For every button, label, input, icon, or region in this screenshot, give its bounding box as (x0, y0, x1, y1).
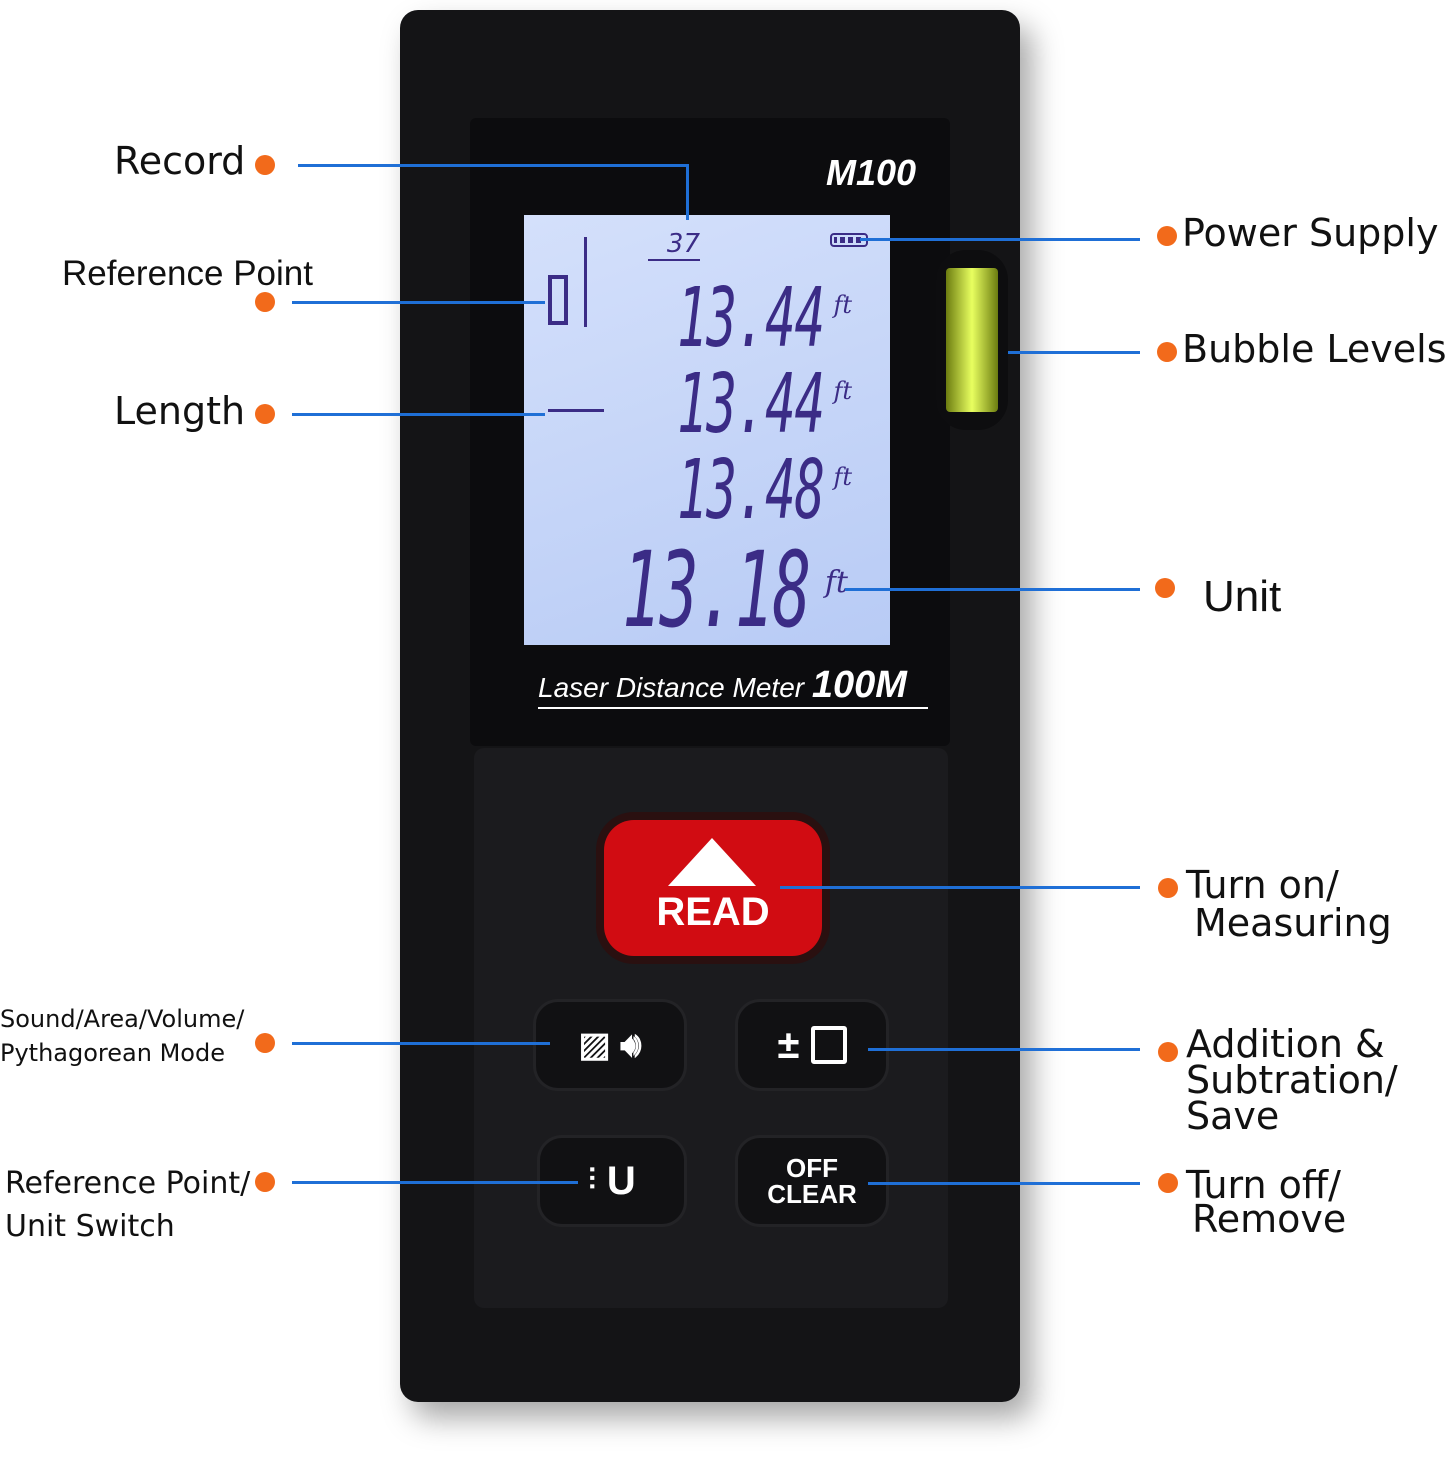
model-name: M100 (826, 152, 917, 193)
ref-unit-line1: Reference Point/ (5, 1166, 251, 1201)
unit-label: Unit (1203, 572, 1282, 621)
length-icon (548, 409, 604, 412)
addition-dot (1158, 1042, 1178, 1062)
product-name: Laser Distance Meter 100M (538, 664, 928, 709)
turn-on-label: Turn on/Measuring (1186, 866, 1392, 942)
mode-dot (255, 1033, 275, 1053)
unit-label-3: ft (833, 463, 852, 491)
reference-point-icon (548, 275, 568, 325)
reference-point-dot (255, 292, 275, 312)
unit-label-1: ft (833, 291, 852, 319)
plus-minus-icon: ± (777, 1022, 800, 1067)
unit-line (845, 588, 1140, 591)
turn-off-dot (1158, 1173, 1178, 1193)
off-label: OFF (786, 1153, 838, 1183)
reference-arrow-icon (584, 237, 587, 327)
bubble-vial (946, 268, 998, 412)
save-icon (810, 1026, 847, 1064)
mode-line1: Sound/Area/Volume/ (0, 1005, 245, 1033)
turn-off-line1: Turn off/ (1186, 1163, 1341, 1207)
mode-line (292, 1042, 550, 1045)
power-dot (1157, 226, 1177, 246)
record-dot (255, 155, 275, 175)
length-dot (255, 404, 275, 424)
reference-point-label: Reference Point (62, 254, 313, 293)
bubble-line (1008, 351, 1140, 354)
unit-dot (1155, 578, 1175, 598)
turn-on-line (780, 886, 1140, 889)
turn-off-line2: Remove (1192, 1197, 1347, 1241)
lcd-screen: 37 13.44 ft 13.44 ft 13.48 ft 13.18 ft (524, 215, 890, 651)
unit-label-2: ft (833, 377, 852, 405)
ref-unit-label: Reference Point/Unit Switch (5, 1162, 250, 1248)
bubble-dot (1157, 342, 1177, 362)
turn-on-dot (1158, 878, 1178, 898)
record-label: Record (114, 139, 246, 183)
turn-off-label: Turn off/Remove (1186, 1163, 1347, 1241)
turn-on-line1: Turn on/ (1186, 863, 1339, 907)
addition-line2: Subtration/ (1186, 1058, 1398, 1102)
triangle-icon (668, 838, 756, 886)
reference-icon: ⫶ (588, 1164, 596, 1197)
speaker-icon: 🔊︎ (620, 1025, 642, 1064)
record-number: 37 (648, 229, 700, 261)
reading-2: 13.44 (677, 357, 825, 452)
power-supply-label: Power Supply (1182, 211, 1439, 255)
reading-main: 13.18 (622, 529, 811, 651)
mode-line2: Pythagorean Mode (0, 1039, 225, 1067)
reading-3: 13.48 (677, 443, 825, 538)
unit-label-main: ft (824, 565, 848, 600)
record-line-drop (686, 164, 689, 220)
length-line (292, 413, 545, 416)
range-text: 100M (811, 664, 907, 706)
ref-unit-line (292, 1181, 578, 1184)
reading-1: 13.44 (677, 271, 825, 366)
power-line (860, 238, 1140, 241)
cube-icon: ▨ (578, 1026, 611, 1064)
clear-label: CLEAR (767, 1179, 857, 1209)
addition-line3: Save (1186, 1094, 1280, 1138)
length-label: Length (114, 389, 246, 433)
mode-sound-button[interactable]: ▨ 🔊︎ (536, 1002, 684, 1088)
product-name-text: Laser Distance Meter (538, 672, 805, 703)
bubble-levels-label: Bubble Levels (1182, 327, 1445, 371)
unit-key-label: U (606, 1158, 636, 1203)
mode-label: Sound/Area/Volume/Pythagorean Mode (0, 1002, 244, 1070)
addition-line1: Addition & (1186, 1022, 1385, 1066)
read-label: READ (656, 890, 770, 934)
addition-line (868, 1048, 1140, 1051)
addition-label: Addition &Subtration/Save (1186, 1022, 1398, 1138)
ref-unit-line2: Unit Switch (5, 1209, 175, 1244)
turn-off-line (868, 1182, 1140, 1185)
ref-unit-dot (255, 1172, 275, 1192)
add-subtract-save-button[interactable]: ± (738, 1002, 886, 1088)
reference-point-line (292, 301, 545, 304)
turn-on-line2: Measuring (1194, 901, 1392, 945)
record-line (298, 164, 688, 167)
